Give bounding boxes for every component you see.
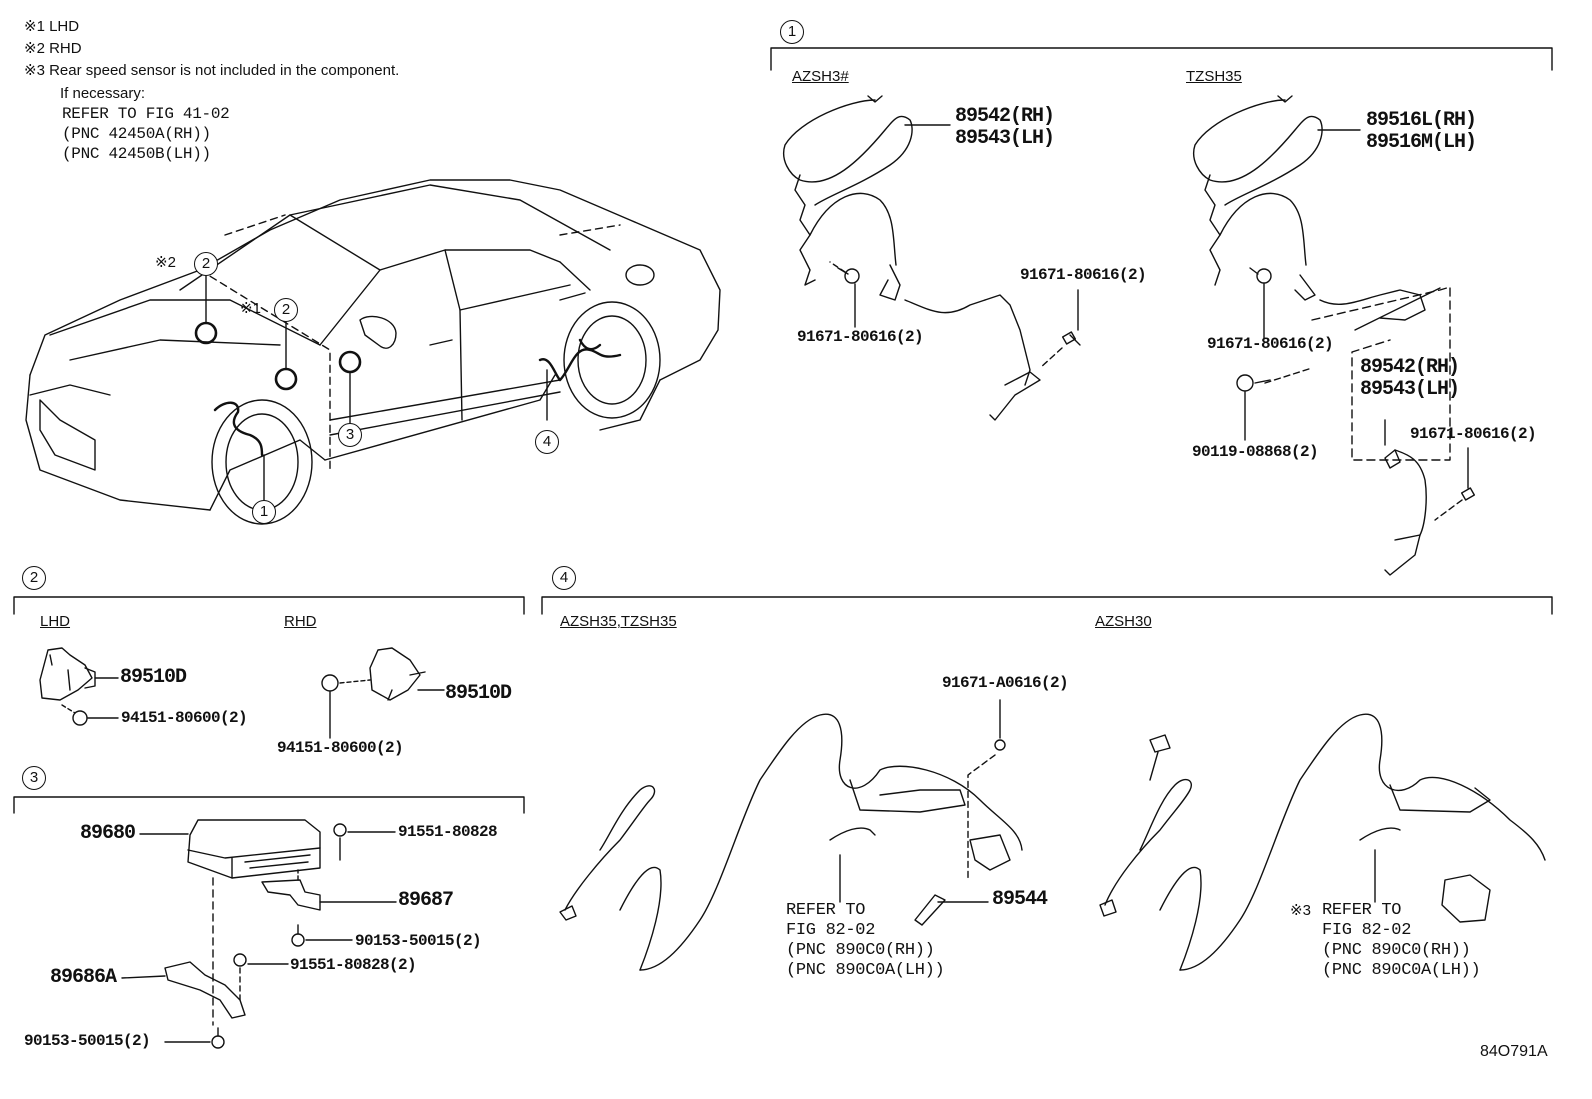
refer-b-line-3: (PNC 890C0(RH)): [1322, 941, 1471, 960]
car-illustration: [25, 179, 721, 525]
part-89542-rh: 89542(RH): [955, 105, 1055, 128]
part-89543-lh: 89543(LH): [955, 127, 1055, 150]
refer-b-line-4: (PNC 890C0A(LH)): [1322, 961, 1481, 980]
part-89680: 89680: [80, 822, 136, 845]
part-94151-80600-rhd: 94151-80600(2): [277, 739, 404, 757]
section-4-model-azsh35-tzsh35: AZSH35,TZSH35: [560, 613, 677, 630]
part-90153-50015-bottom: 90153-50015(2): [24, 1032, 151, 1050]
section-4-number: 4: [552, 566, 576, 590]
ecu-assembly-drawing: [121, 819, 397, 1049]
part-89687: 89687: [398, 889, 454, 912]
note-lhd: ※1 LHD: [24, 18, 80, 35]
rear-harness-a-drawing: [559, 699, 1023, 971]
part-90153-50015-mid: 90153-50015(2): [355, 932, 482, 950]
section-2-number: 2: [22, 566, 46, 590]
section-3-number: 3: [22, 766, 46, 790]
part-91671-80616-b3: 91671-80616(2): [1410, 425, 1537, 443]
overview-callout-2-rhd: 2: [194, 252, 218, 276]
note-if-necessary: If necessary:: [60, 85, 146, 102]
figure-id: 84O791A: [1480, 1043, 1548, 1060]
part-94151-80600-lhd: 94151-80600(2): [121, 709, 248, 727]
part-89544: 89544: [992, 888, 1048, 911]
refer-a-line-1: REFER TO: [786, 901, 866, 920]
part-91551-80828-2: 91551-80828(2): [290, 956, 417, 974]
rear-harness-b-drawing: [1099, 713, 1546, 971]
note-rhd: ※2 RHD: [24, 40, 82, 57]
refer-a-line-3: (PNC 890C0(RH)): [786, 941, 935, 960]
overview-mark-lhd: ※1: [240, 300, 261, 317]
section-2-model-lhd: LHD: [40, 613, 71, 630]
note-pnc-lh: (PNC 42450B(LH)): [62, 145, 211, 163]
note-rear-sensor: ※3 Rear speed sensor is not included in …: [24, 62, 400, 79]
part-91671-80616-b1: 91671-80616(2): [1207, 335, 1334, 353]
overview-mark-rhd: ※2: [155, 254, 176, 271]
part-91551-80828: 91551-80828: [398, 823, 498, 841]
part-89542-rh-sub: 89542(RH): [1360, 356, 1460, 379]
overview-callout-3: 3: [338, 423, 362, 447]
section-1-model-tzsh35: TZSH35: [1186, 68, 1242, 85]
section-4-model-azsh30: AZSH30: [1095, 613, 1152, 630]
refer-b-line-1: REFER TO: [1322, 901, 1402, 920]
section-1-model-azsh3: AZSH3#: [792, 68, 849, 85]
section-1-number: 1: [780, 20, 804, 44]
yaw-sensor-drawings: [39, 647, 445, 739]
overview-callout-2-lhd: 2: [274, 298, 298, 322]
note-pnc-rh: (PNC 42450A(RH)): [62, 125, 211, 143]
refer-a-line-4: (PNC 890C0A(LH)): [786, 961, 945, 980]
part-91671-80616-a2: 91671-80616(2): [1020, 266, 1147, 284]
refer-b-line-2: FIG 82-02: [1322, 921, 1412, 940]
part-89510d-rhd: 89510D: [445, 682, 512, 705]
part-89516m-lh: 89516M(LH): [1366, 131, 1477, 154]
refer-b-mark: ※3: [1290, 902, 1311, 919]
part-89510d-lhd: 89510D: [120, 666, 187, 689]
refer-a-line-2: FIG 82-02: [786, 921, 876, 940]
section-2-model-rhd: RHD: [284, 613, 317, 630]
part-90119-08868: 90119-08868(2): [1192, 443, 1319, 461]
overview-callout-1: 1: [252, 500, 276, 524]
part-91671-a0616: 91671-A0616(2): [942, 674, 1069, 692]
part-89543-lh-sub: 89543(LH): [1360, 378, 1460, 401]
part-89686a: 89686A: [50, 966, 117, 989]
tzsh35-sensor-drawing: [1193, 95, 1476, 576]
note-refer: REFER TO FIG 41-02: [62, 105, 230, 123]
overview-callout-4: 4: [535, 430, 559, 454]
part-89516l-rh: 89516L(RH): [1366, 109, 1477, 132]
azsh3-sensor-drawing: [783, 95, 1081, 421]
part-91671-80616-a1: 91671-80616(2): [797, 328, 924, 346]
